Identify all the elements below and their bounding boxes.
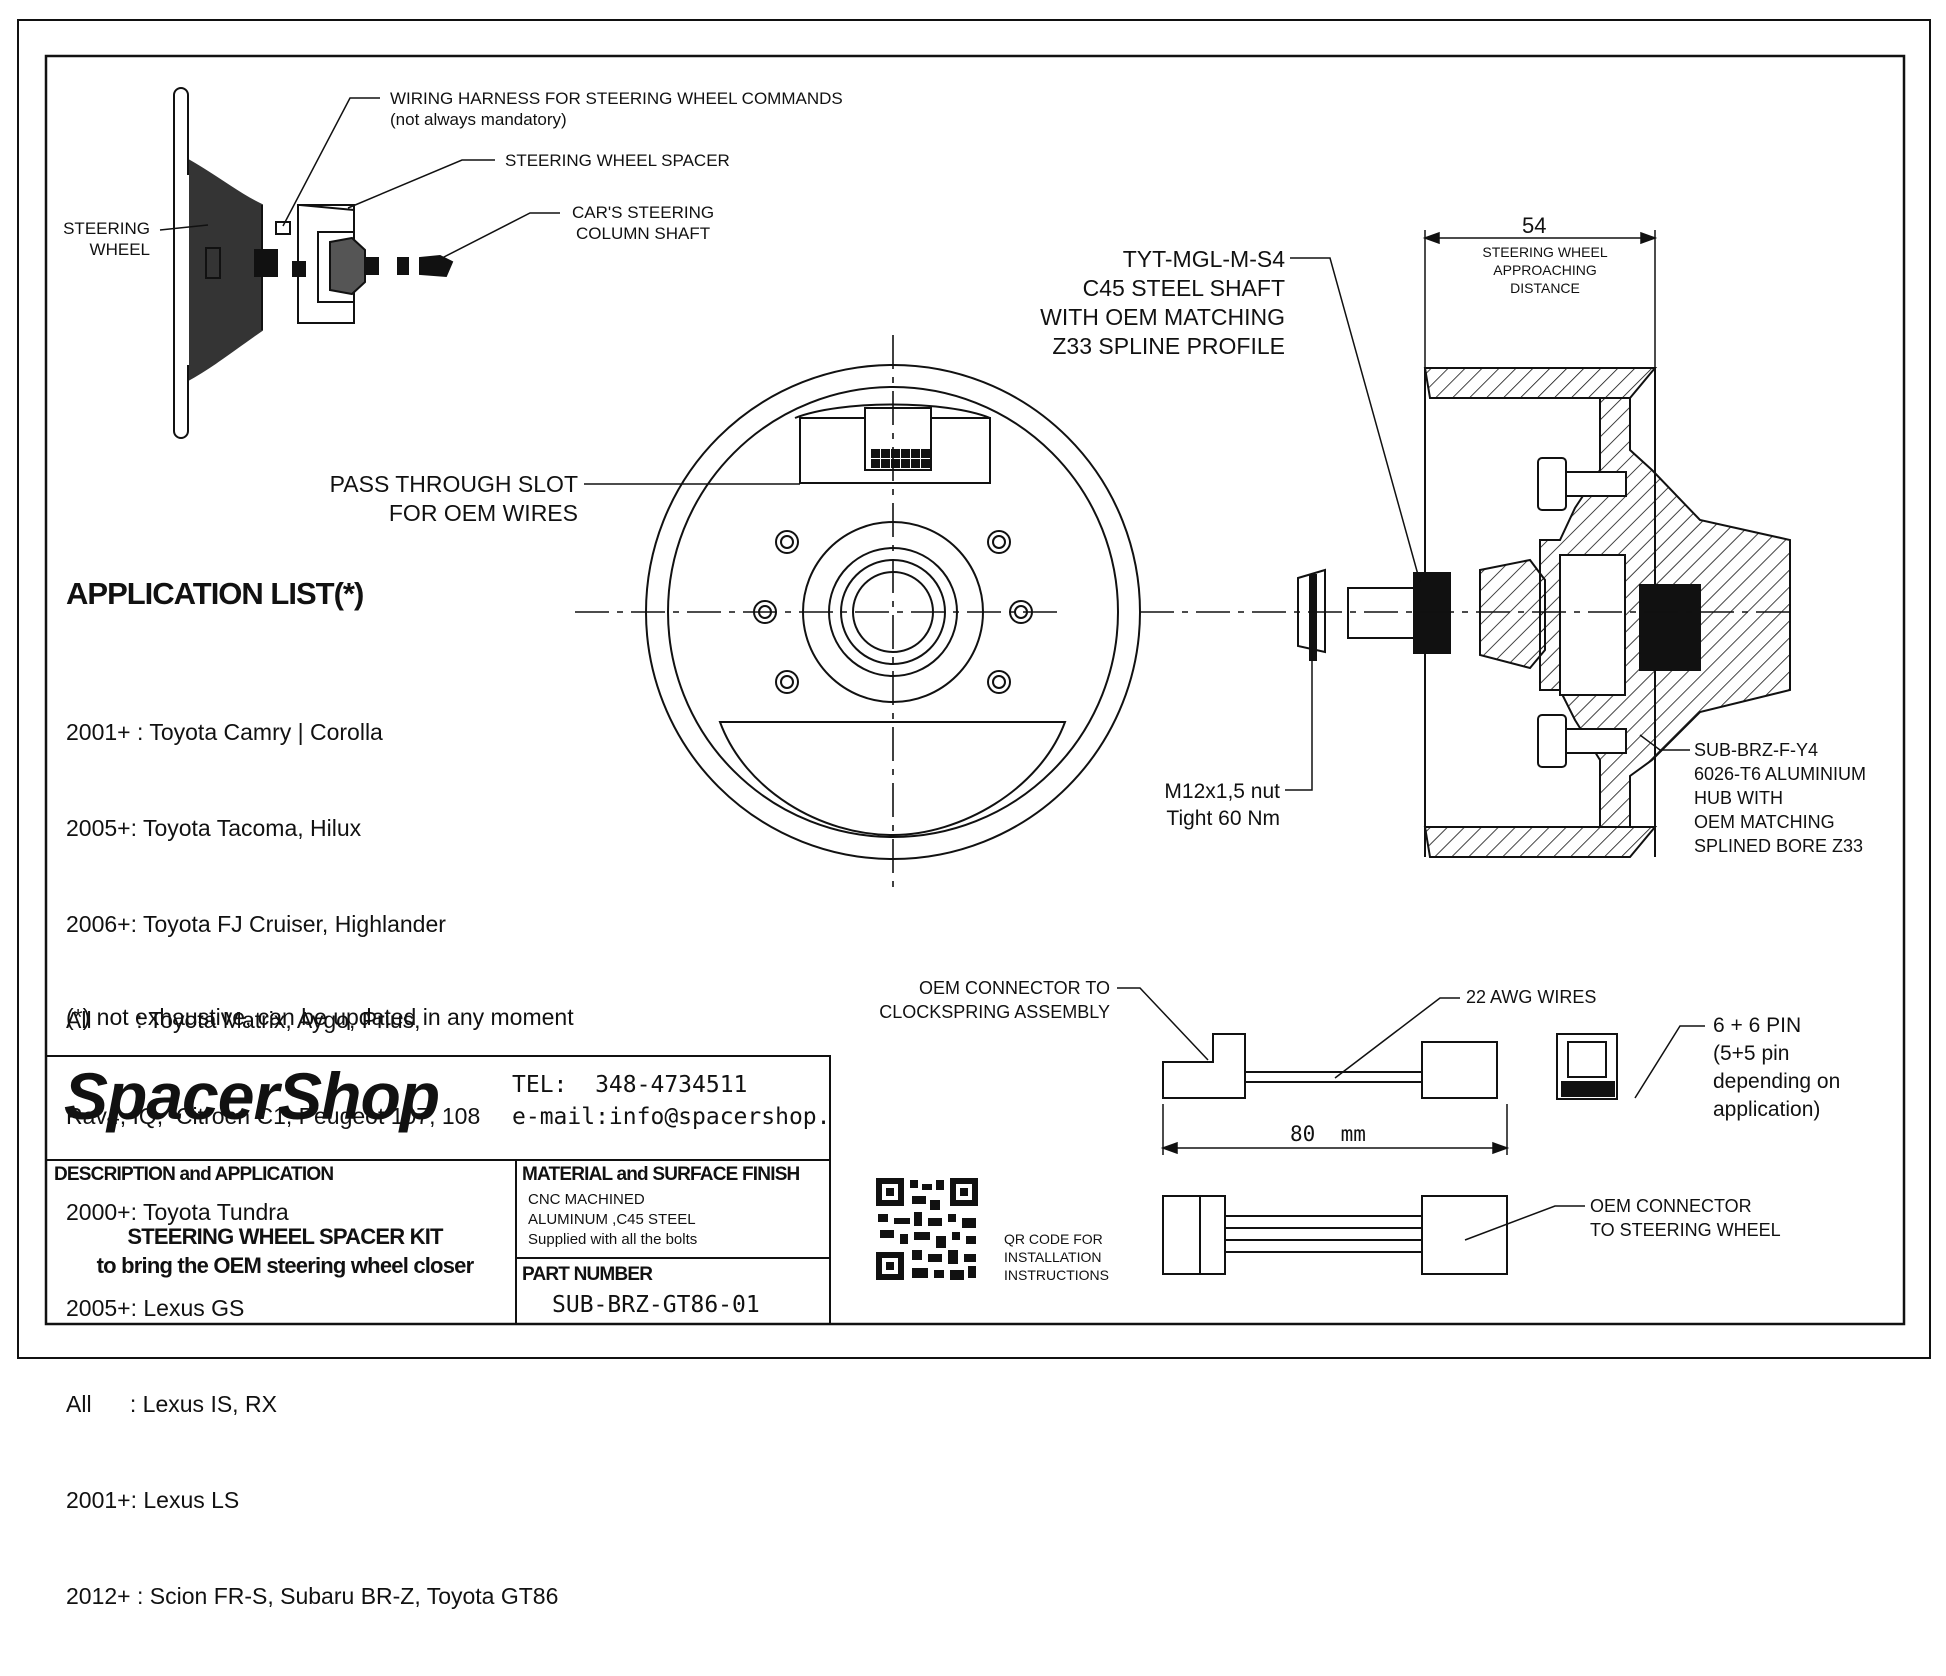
- inner-frame: [44, 54, 1906, 1326]
- harness-plug-left: [1162, 1195, 1226, 1275]
- material-header: MATERIAL and SURFACE FINISH: [522, 1164, 800, 1185]
- material-lines: CNC MACHINED ALUMINUM ,C45 STEEL Supplie…: [528, 1191, 698, 1248]
- wheel-connector: [1421, 1041, 1498, 1099]
- application-note: (*) not exhaustive, can be updated in an…: [66, 1004, 574, 1030]
- dimension-80mm: 80 mm: [1290, 1122, 1366, 1146]
- list-item: 2005+: Toyota Tacoma, Hilux: [66, 815, 362, 841]
- list-item: 2005+: Lexus GS: [66, 1295, 245, 1321]
- hub-inner-circle: [667, 386, 1119, 838]
- threaded-end: [1347, 587, 1415, 639]
- spline-shaft: [1413, 572, 1451, 654]
- dimension-54: 54: [1522, 213, 1547, 238]
- telephone: TEL: 348-4734511: [512, 1072, 748, 1098]
- list-item: All : Lexus IS, RX: [66, 1391, 277, 1417]
- list-item: All : Toyota Matrix, Aygo, Prius,: [66, 1007, 421, 1033]
- qr-caption: QR CODE FOR INSTALLATION INSTRUCTIONS: [1004, 1231, 1109, 1283]
- description-title: STEERING WHEEL SPACER KIT to bring the O…: [96, 1224, 474, 1278]
- list-item: 2001+ : Toyota Camry | Corolla: [66, 719, 383, 745]
- exploded-leaders: [159, 97, 560, 259]
- list-item: 2001+: Lexus LS: [66, 1487, 240, 1513]
- list-item: Rav4, IQ, Citroen C1, Peugeot 107, 108: [66, 1103, 481, 1129]
- connector-leaders: [1117, 987, 1705, 1241]
- application-title: APPLICATION LIST(*): [66, 576, 364, 611]
- description-header: DESCRIPTION and APPLICATION: [54, 1164, 334, 1185]
- harness-plug-right: [1421, 1195, 1508, 1275]
- email[interactable]: e-mail:info@spacershop.com: [512, 1104, 828, 1130]
- outer-frame: [17, 19, 1931, 1359]
- list-item: 2006+: Toyota FJ Cruiser, Highlander: [66, 911, 446, 937]
- pin-connector: [1556, 1033, 1618, 1100]
- part-number-header: PART NUMBER: [522, 1264, 653, 1285]
- brand-logo: SpacerShop: [64, 1059, 440, 1133]
- qr-code: [876, 1178, 978, 1280]
- text-layer: WIRING HARNESS FOR STEERING WHEEL COMMAN…: [54, 89, 1867, 1609]
- exploded-view: [173, 87, 454, 439]
- section-dimensions: [1285, 230, 1690, 791]
- front-view: [645, 364, 1141, 860]
- clockspring-connector: [1162, 1033, 1246, 1099]
- part-number: SUB-BRZ-GT86-01: [552, 1292, 760, 1318]
- wiring-harness-label: WIRING HARNESS FOR STEERING WHEEL COMMAN…: [390, 89, 843, 129]
- spacer-label: STEERING WHEEL SPACER: [505, 151, 730, 170]
- list-item: 2000+: Toyota Tundra: [66, 1199, 289, 1225]
- technical-drawing: [17, 19, 1931, 1359]
- awg-wires-label: 22 AWG WIRES: [1466, 987, 1597, 1007]
- connector-detail: [1162, 1033, 1618, 1275]
- front-centerlines: [575, 335, 1060, 895]
- title-block: [45, 1055, 831, 1325]
- list-item: 2012+ : Scion FR-S, Subaru BR-Z, Toyota …: [66, 1583, 559, 1609]
- lower-slot: [718, 721, 1067, 837]
